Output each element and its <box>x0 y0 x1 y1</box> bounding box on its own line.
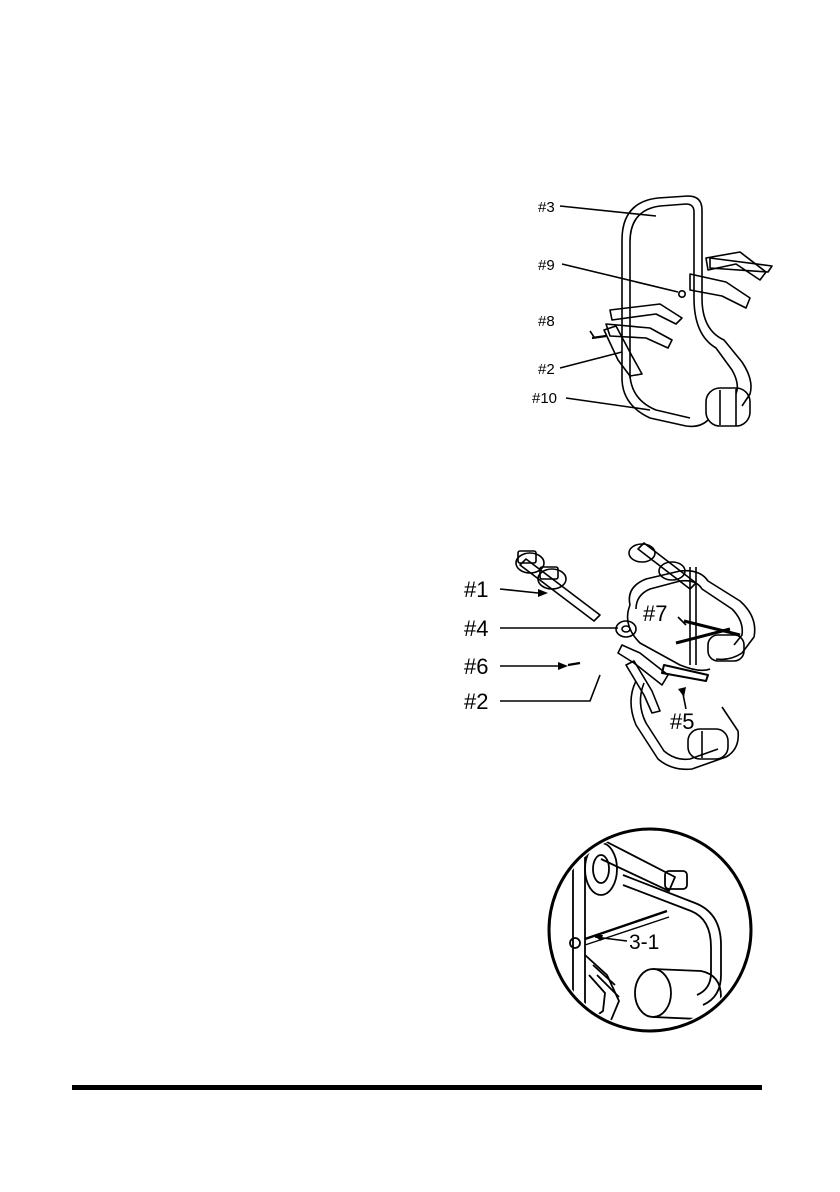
callout-2: #2 <box>538 361 555 378</box>
callout-1: #1 <box>464 577 488 602</box>
callout-2: #2 <box>464 689 488 714</box>
bolt <box>568 663 580 665</box>
right-arm <box>690 274 750 308</box>
callout-3-1: 3-1 <box>629 931 659 954</box>
diagram-2-drawing: #1 #4 #6 #2 #7 #5 <box>440 525 820 785</box>
callout-10: #10 <box>532 390 557 407</box>
lower-frame-tube <box>622 378 708 426</box>
assembly-diagram-1: #3 #9 #8 #2 #10 <box>510 180 810 440</box>
foam-pad <box>706 388 750 426</box>
detail-circle <box>549 829 751 1031</box>
assembly-diagram-2: #1 #4 #6 #2 #7 #5 <box>440 525 820 785</box>
collar <box>616 621 636 637</box>
callout-3: #3 <box>538 199 555 216</box>
callout-9: #9 <box>538 257 555 274</box>
detail-view: 3-1 <box>545 825 755 1035</box>
callout-4: #4 <box>464 616 488 641</box>
detail-view-drawing: 3-1 <box>545 825 755 1035</box>
bike-arm <box>520 559 600 621</box>
callout-5: #5 <box>670 709 694 734</box>
diagram-1-drawing: #3 #9 #8 #2 #10 <box>510 180 810 440</box>
callout-6: #6 <box>464 654 488 679</box>
nut <box>679 291 685 297</box>
callout-7: #7 <box>643 601 667 626</box>
footer-rule <box>72 1085 762 1090</box>
callout-8: #8 <box>538 313 555 330</box>
left-arm <box>606 324 672 348</box>
